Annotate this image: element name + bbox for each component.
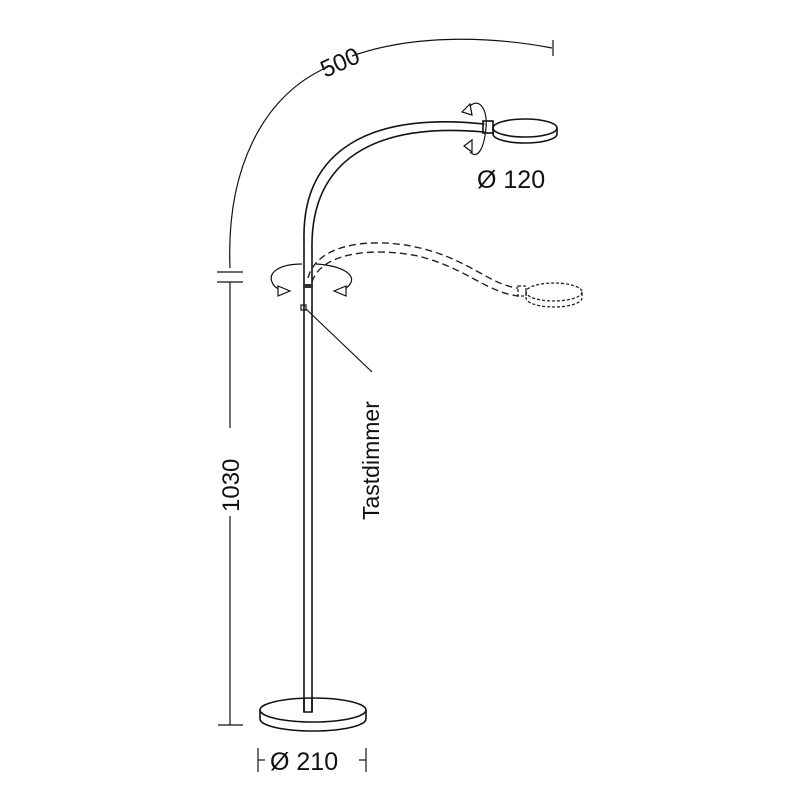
dimmer-leader-line (305, 308, 373, 373)
head-diameter-label: Ø 120 (477, 166, 545, 194)
head-joint (482, 120, 494, 134)
alternate-arm-position (307, 242, 583, 308)
head-rotation-arrow-icon (460, 102, 487, 156)
reach-dimension-arc-left (229, 65, 331, 269)
reach-dimension-arc-right (351, 38, 553, 57)
dimmer-label: Tastdimmer (358, 401, 384, 520)
dimmer-callout: Tastdimmer (300, 304, 384, 520)
base-diameter-label: Ø 210 (270, 748, 338, 776)
lamp-head (492, 118, 558, 144)
lamp-pole (303, 239, 313, 713)
reach-dimension-label: 500 (316, 43, 364, 84)
lamp-arm (303, 120, 494, 251)
swivel-joint (303, 284, 313, 288)
reach-dimension: 500 (229, 38, 554, 269)
base-dimension: Ø 210 (257, 748, 367, 776)
dimmer-switch-icon (300, 304, 307, 311)
pole-rotation-arrow-icon (270, 263, 353, 297)
lamp-base (259, 697, 367, 732)
height-dimension: 1030 (217, 271, 245, 726)
height-dimension-label: 1030 (218, 459, 245, 512)
